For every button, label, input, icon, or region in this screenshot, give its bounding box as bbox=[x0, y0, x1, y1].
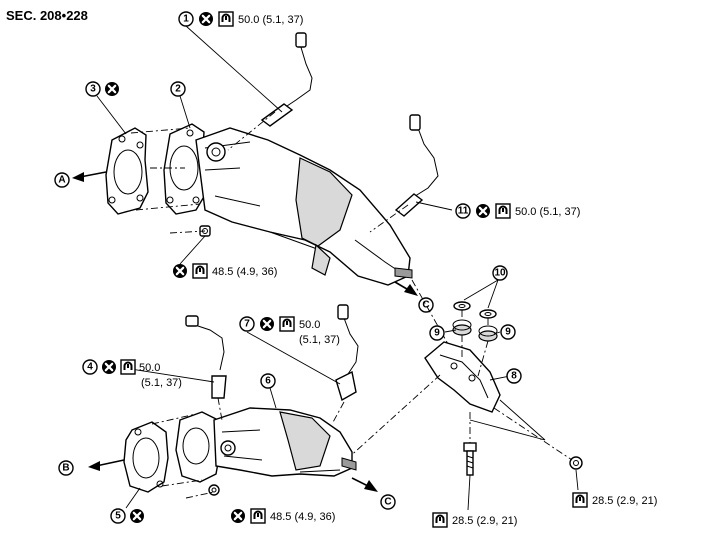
upper-gasket bbox=[105, 127, 149, 215]
torque-wrench-icon bbox=[495, 203, 511, 219]
sensor-4 bbox=[185, 315, 227, 399]
arrow-c-lower: C bbox=[351, 477, 396, 510]
bracket-nut bbox=[569, 456, 583, 470]
callout-10-number: 10 bbox=[494, 268, 506, 279]
torque-wrench-icon bbox=[279, 316, 295, 332]
callout-7-torque-a: 50.0 bbox=[299, 319, 320, 331]
callout-9-right: 9 bbox=[500, 324, 516, 340]
lower-nut bbox=[208, 484, 220, 496]
callout-6-number: 6 bbox=[265, 376, 271, 387]
torque-wrench-icon bbox=[120, 359, 136, 375]
bracket-nut-torque: 28.5 (2.9, 21) bbox=[572, 492, 657, 508]
upper-nut-torque-value: 48.5 (4.9, 36) bbox=[212, 266, 277, 278]
callout-3: 3 bbox=[85, 80, 121, 98]
arrow-c-upper-letter: C bbox=[422, 300, 429, 311]
arrow-c-upper: C bbox=[394, 281, 434, 313]
callout-9-left: 9 bbox=[429, 325, 445, 341]
callout-1: 1 50.0 (5.1, 37) bbox=[178, 10, 303, 28]
sensor-11 bbox=[394, 114, 439, 217]
do-not-reuse-icon bbox=[474, 202, 492, 220]
callout-7-number: 7 bbox=[244, 319, 250, 330]
do-not-reuse-icon bbox=[100, 358, 118, 376]
lower-catalyst bbox=[213, 407, 357, 477]
arrow-b-letter: B bbox=[62, 463, 69, 474]
upper-catalyst bbox=[195, 127, 413, 286]
callout-1-torque: 50.0 (5.1, 37) bbox=[238, 14, 303, 26]
callout-8-number: 8 bbox=[511, 371, 517, 382]
callout-2: 2 bbox=[170, 81, 186, 97]
callout-5: 5 bbox=[110, 507, 146, 525]
bracket bbox=[424, 341, 501, 413]
bracket-nut-torque-value: 28.5 (2.9, 21) bbox=[592, 495, 657, 507]
do-not-reuse-icon bbox=[229, 507, 247, 525]
callout-9-left-number: 9 bbox=[434, 328, 440, 339]
lower-flange bbox=[175, 411, 221, 483]
callout-4: 4 50.0 (5.1, 37) bbox=[82, 358, 182, 389]
callout-4-torque-b: (5.1, 37) bbox=[141, 377, 182, 389]
torque-wrench-icon bbox=[250, 508, 266, 524]
torque-wrench-icon bbox=[432, 512, 448, 528]
grommet-right bbox=[478, 325, 498, 342]
callout-7: 7 50.0 (5.1, 37) bbox=[239, 315, 340, 346]
do-not-reuse-icon bbox=[171, 262, 189, 280]
bracket-bolt bbox=[463, 442, 477, 476]
torque-wrench-icon bbox=[218, 11, 234, 27]
grommet-left bbox=[452, 319, 472, 336]
torque-wrench-icon bbox=[192, 263, 208, 279]
section-code: SEC. 208•228 bbox=[6, 8, 88, 23]
do-not-reuse-icon bbox=[258, 315, 276, 333]
arrow-c-lower-letter: C bbox=[384, 497, 391, 508]
callout-3-number: 3 bbox=[90, 84, 96, 95]
bracket-bolt-torque: 28.5 (2.9, 21) bbox=[432, 512, 517, 528]
callout-2-number: 2 bbox=[175, 84, 181, 95]
bracket-bolt-torque-value: 28.5 (2.9, 21) bbox=[452, 515, 517, 527]
callout-8: 8 bbox=[506, 368, 522, 384]
callout-5-number: 5 bbox=[115, 511, 121, 522]
callout-6: 6 bbox=[260, 373, 276, 389]
do-not-reuse-icon bbox=[197, 10, 215, 28]
callout-11-torque: 50.0 (5.1, 37) bbox=[515, 206, 580, 218]
arrow-b: B bbox=[58, 459, 125, 476]
sensor-7 bbox=[335, 304, 359, 402]
sensor-1 bbox=[260, 32, 313, 127]
callout-11-number: 11 bbox=[458, 206, 469, 217]
lower-gasket bbox=[123, 421, 169, 493]
arrow-a-letter: A bbox=[58, 175, 65, 186]
lower-nut-torque: 48.5 (4.9, 36) bbox=[229, 507, 335, 525]
callout-4-torque-a: 50.0 bbox=[139, 362, 160, 374]
callout-4-number: 4 bbox=[87, 362, 93, 373]
upper-flange bbox=[163, 123, 206, 215]
callout-7-torque-b: (5.1, 37) bbox=[299, 334, 340, 346]
lower-nut-torque-value: 48.5 (4.9, 36) bbox=[270, 511, 335, 523]
washer-right bbox=[479, 309, 497, 319]
torque-wrench-icon bbox=[572, 492, 588, 508]
upper-nut-torque: 48.5 (4.9, 36) bbox=[171, 262, 277, 280]
callout-10: 10 bbox=[492, 265, 508, 281]
do-not-reuse-icon bbox=[103, 80, 121, 98]
callout-11: 11 50.0 (5.1, 37) bbox=[455, 202, 580, 220]
arrow-a: A bbox=[54, 171, 107, 188]
callout-1-number: 1 bbox=[183, 14, 189, 25]
callout-9-right-number: 9 bbox=[505, 327, 511, 338]
do-not-reuse-icon bbox=[128, 507, 146, 525]
washer-left bbox=[453, 301, 471, 311]
